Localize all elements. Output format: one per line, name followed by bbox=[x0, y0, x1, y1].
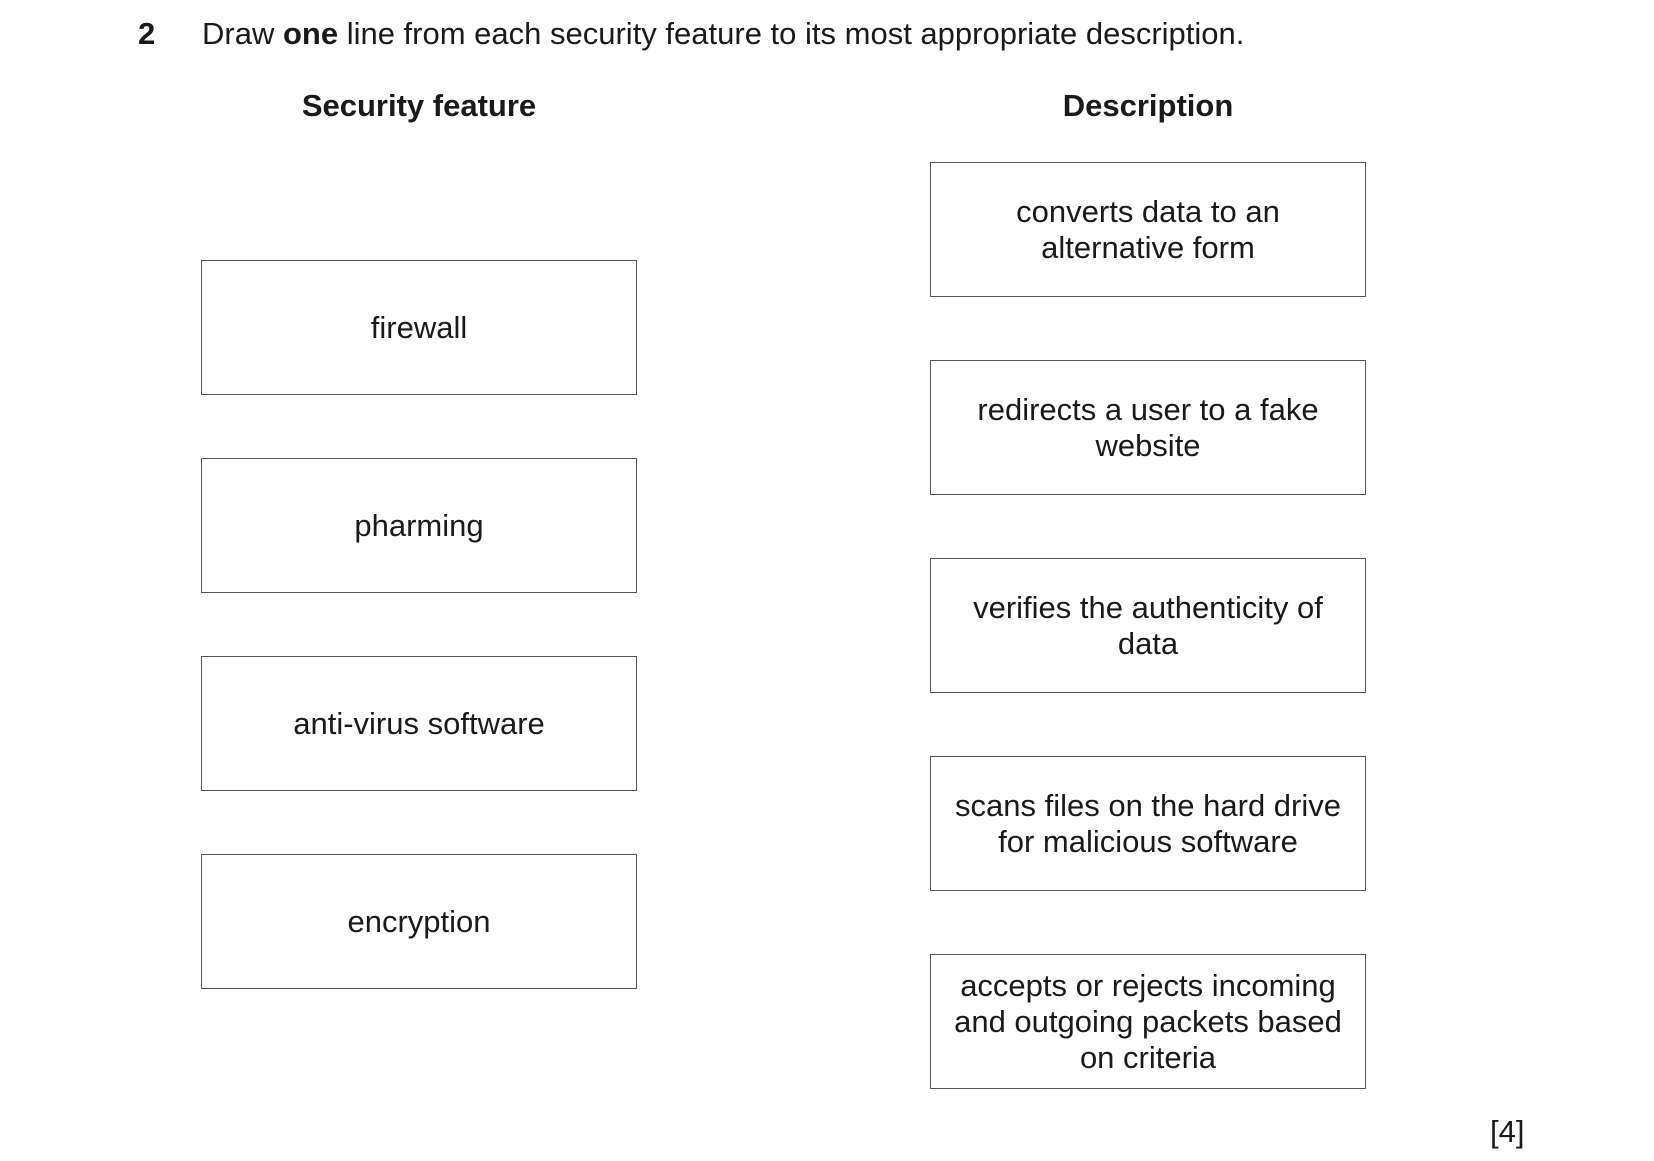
description-box-redirects-user[interactable]: redirects a user to a fake website bbox=[930, 360, 1366, 495]
marks-label: [4] bbox=[1490, 1114, 1525, 1149]
question-text-after: line from each security feature to its m… bbox=[338, 16, 1245, 51]
question-number: 2 bbox=[138, 16, 156, 51]
feature-box-anti-virus-software[interactable]: anti-virus software bbox=[201, 656, 637, 791]
security-feature-heading: Security feature bbox=[301, 88, 537, 123]
feature-box-encryption[interactable]: encryption bbox=[201, 854, 637, 989]
feature-box-pharming[interactable]: pharming bbox=[201, 458, 637, 593]
question-text-before: Draw bbox=[202, 16, 283, 51]
description-box-converts-data[interactable]: converts data to an alternative form bbox=[930, 162, 1366, 297]
description-box-scans-files[interactable]: scans files on the hard drive for malici… bbox=[930, 756, 1366, 891]
feature-box-firewall[interactable]: firewall bbox=[201, 260, 637, 395]
question-text-bold: one bbox=[282, 16, 339, 51]
description-box-accepts-rejects-packets[interactable]: accepts or rejects incoming and outgoing… bbox=[930, 954, 1366, 1089]
description-box-verifies-authenticity[interactable]: verifies the authenticity of data bbox=[930, 558, 1366, 693]
question-text: Draw one line from each security feature… bbox=[202, 16, 1244, 52]
description-heading: Description bbox=[1062, 88, 1234, 123]
